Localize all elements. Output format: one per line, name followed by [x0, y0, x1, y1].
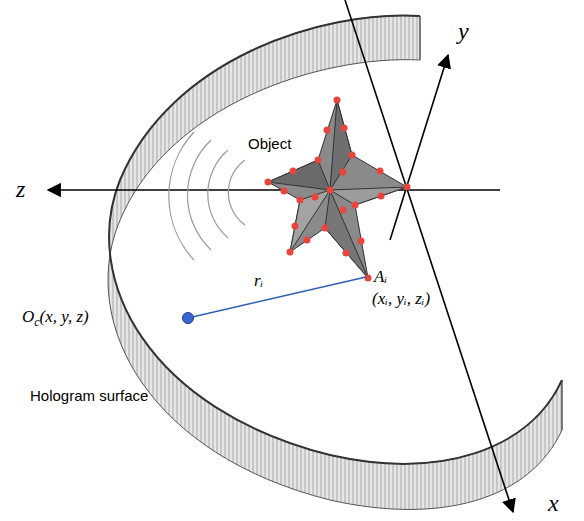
hologram-band: [108, 16, 562, 510]
wavefront-arcs: [169, 132, 245, 260]
z-axis: [48, 189, 500, 191]
point-label: Aᵢ: [374, 268, 387, 287]
x-axis: [345, 0, 513, 512]
ray-line: [188, 277, 366, 318]
band-end: [562, 380, 563, 430]
surface-label: Hologram surface: [30, 388, 148, 405]
axis-label: y: [458, 18, 469, 44]
band-end: [420, 16, 421, 60]
axis-label: z: [16, 176, 25, 202]
star-object: [268, 100, 407, 278]
axis-label: x: [548, 490, 559, 516]
y-axis: [390, 55, 448, 240]
coordinate-label: (xᵢ, yᵢ, zᵢ): [372, 290, 430, 309]
hologram-point-label: Oc(x, y, z): [22, 308, 89, 329]
hologram-point: [183, 313, 194, 324]
object-label: Object: [248, 136, 291, 153]
sample-points: [265, 97, 411, 282]
distance-label: rᵢ: [254, 272, 263, 291]
band-edge: [109, 16, 562, 464]
